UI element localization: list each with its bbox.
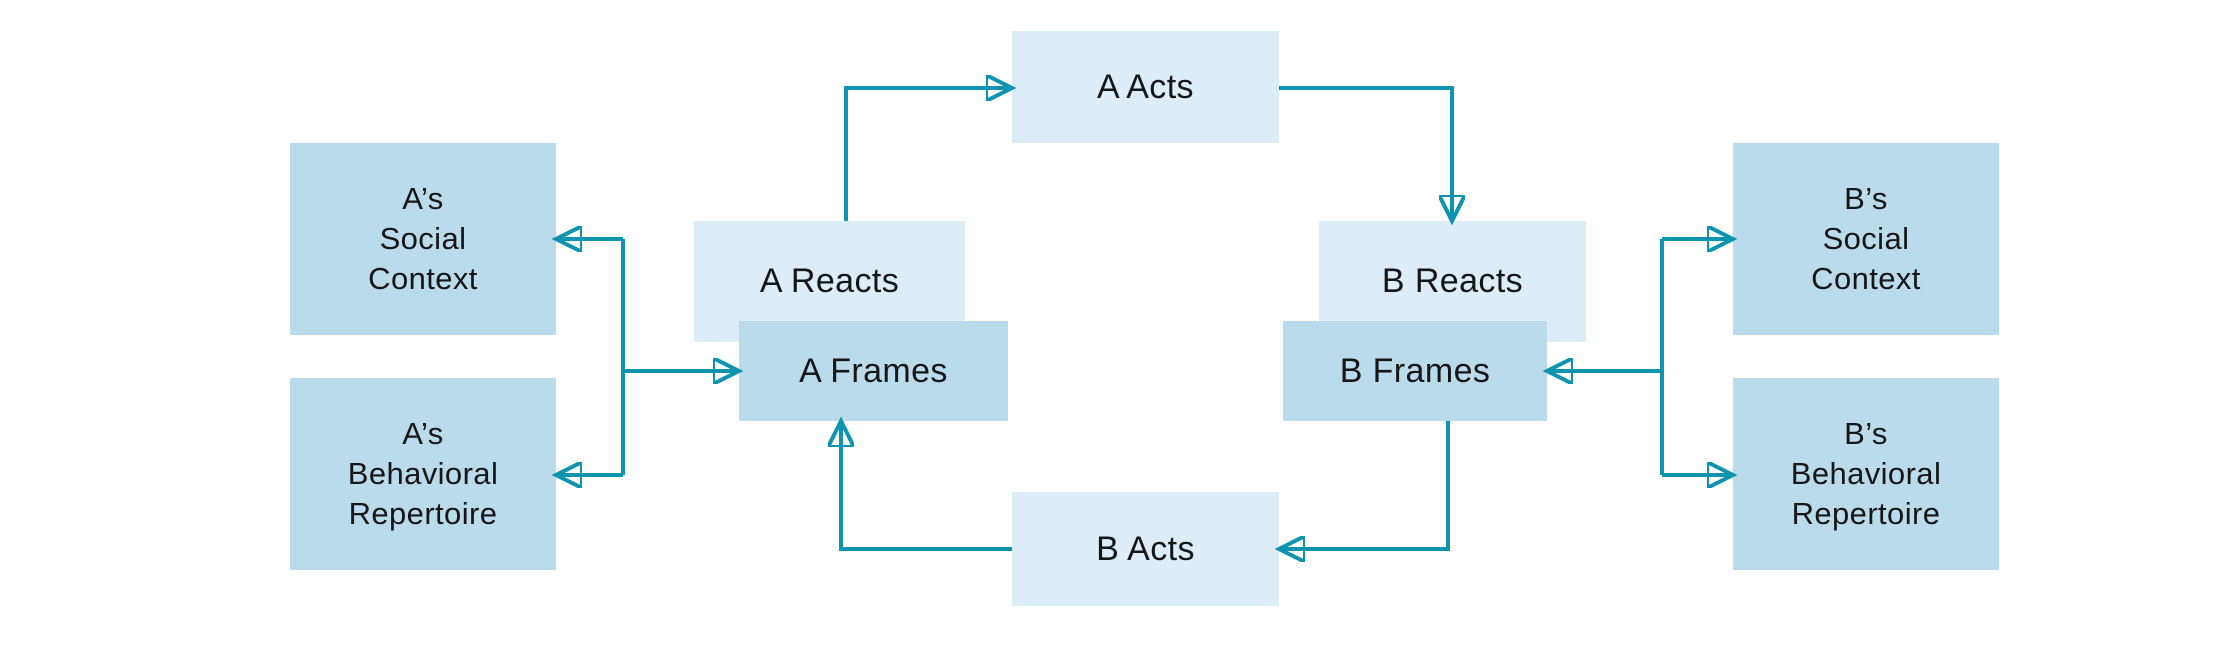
edge-b-frames-to-b-acts [1279, 421, 1450, 549]
node-b-social-context: B’s Social Context [1733, 143, 1999, 335]
node-a-frames-label: A Frames [799, 351, 948, 390]
node-a-behavioral-repertoire-label: A’s Behavioral Repertoire [347, 415, 499, 532]
edge-a-reacts-to-a-acts [844, 88, 1012, 221]
node-b-reacts-label: B Reacts [1381, 262, 1524, 301]
node-b-acts: B Acts [1012, 492, 1279, 606]
node-a-frames: A Frames [739, 321, 1008, 421]
node-b-acts-label: B Acts [1096, 529, 1195, 568]
node-b-behavioral-repertoire-label: B’s Behavioral Repertoire [1790, 415, 1942, 532]
edge-b-acts-to-a-frames [841, 421, 1012, 551]
node-b-behavioral-repertoire: B’s Behavioral Repertoire [1733, 378, 1999, 570]
node-a-reacts-label: A Reacts [759, 262, 900, 301]
node-a-acts: A Acts [1012, 31, 1279, 143]
node-a-social-context-label: A’s Social Context [368, 180, 478, 297]
node-a-social-context: A’s Social Context [290, 143, 556, 335]
node-b-social-context-label: B’s Social Context [1811, 180, 1921, 297]
node-b-frames-label: B Frames [1339, 351, 1491, 390]
edge-a-acts-to-b-reacts [1279, 86, 1452, 221]
node-b-frames: B Frames [1283, 321, 1547, 421]
node-a-acts-label: A Acts [1097, 67, 1194, 106]
node-a-behavioral-repertoire: A’s Behavioral Repertoire [290, 378, 556, 570]
